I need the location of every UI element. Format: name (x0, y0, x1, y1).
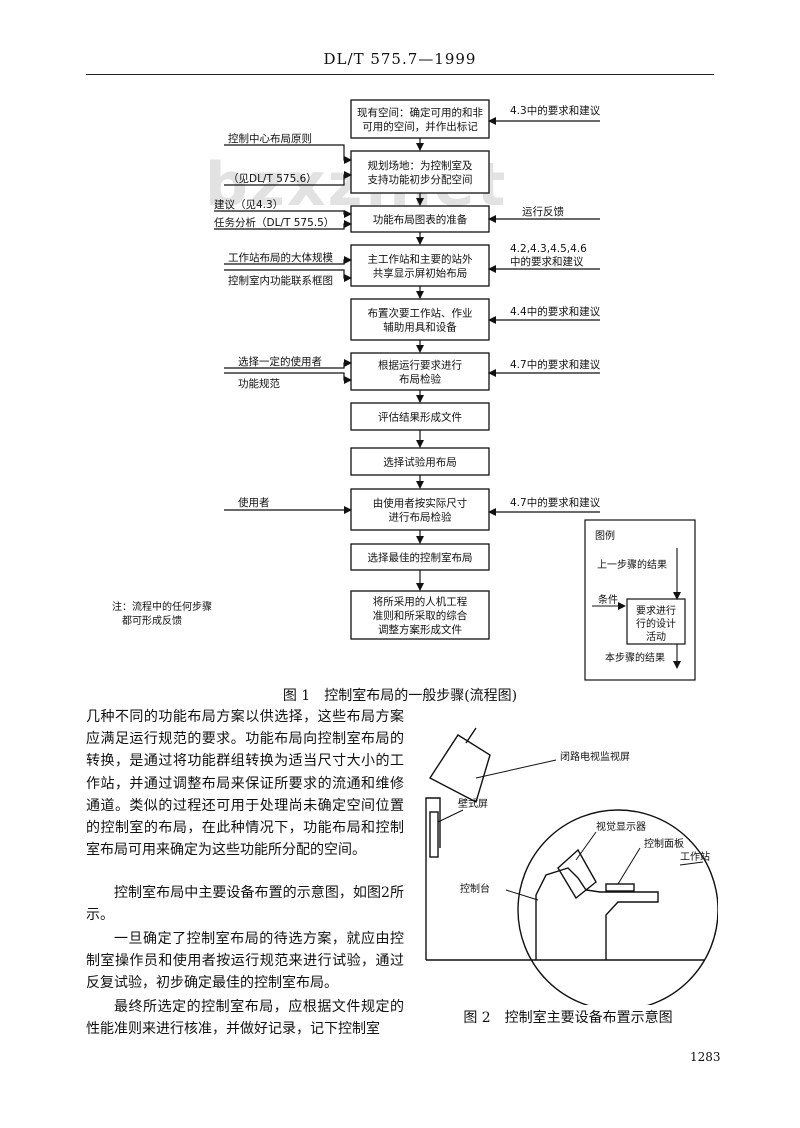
legend-prev-result: 上一步骤的结果 (597, 558, 667, 571)
flowchart-step-text: 将所采用的人机工程 (373, 595, 468, 608)
svg-text:行的设计: 行的设计 (636, 617, 676, 630)
figure-2-diagram: 闭路电视监视屏 壁式屏 视觉显示器 控制面板 控制台 工作站 (425, 727, 718, 1005)
input-suggest-4-3: 建议（见4.3） (214, 198, 283, 211)
label-vdu: 视觉显示器 (596, 820, 646, 833)
label-control-panel: 控制面板 (644, 837, 684, 850)
flowchart-step-text: 辅助用具和设备 (383, 321, 457, 334)
flowchart-step-text: 准则和所采取的综合 (373, 609, 468, 622)
flowchart-step-text: 主工作站和主要的站外 (368, 253, 473, 266)
flowchart-step-text: 进行布局检验 (389, 511, 452, 524)
flowchart-step-text: 选择最佳的控制室布局 (368, 551, 473, 564)
header-rule (86, 74, 714, 75)
input-req-4-2-list: 4.2,4.3,4.5,4.6 (510, 243, 587, 255)
flowchart-figure-1: 现有空间：确定可用的和非可用的空间，并作出标记规划场地：为控制室及支持功能初步分… (112, 99, 696, 681)
paragraph-4: 最终所选定的控制室布局，应根据文件规定的性能准则来进行核准，并做好记录，记下控制… (86, 999, 404, 1038)
flowchart-step-text: 现有空间：确定可用的和非 (357, 106, 483, 119)
legend-condition: 条件 (598, 593, 618, 606)
flowchart-step-text: 调整方案形成文件 (378, 623, 462, 636)
legend: 图例 上一步骤的结果 条件 要求进行 行的设计 活动 本步骤的结果 (584, 519, 696, 681)
flowchart-step-text: 根据运行要求进行 (378, 359, 462, 372)
input-feedback: 运行反馈 (522, 205, 564, 218)
flowchart-step-text: 由使用者按实际尺寸 (373, 497, 468, 510)
input-task-analysis: 任务分析（DL/T 575.5） (214, 216, 334, 229)
workstation-circle (517, 809, 718, 1005)
svg-text:活动: 活动 (646, 631, 666, 643)
flowchart-step-text: 可用的空间，并作出标记 (362, 120, 478, 133)
flowchart-step-8: 选择试验用布局 (350, 447, 490, 476)
control-panel (605, 883, 635, 892)
paragraph-1: 几种不同的功能布局方案以供选择，这些布局方案应满足运行规范的要求。功能布局向控制… (86, 709, 404, 859)
wall-frame (425, 797, 441, 960)
paragraph-3: 一旦确定了控制室布局的待选方案，就应由控制室操作员和使用者按运行规范来进行试验，… (86, 931, 404, 992)
label-wall-display: 壁式屏 (458, 797, 488, 810)
vdu (557, 848, 597, 900)
paragraph-2: 控制室布局中主要设备布置的示意图，如图2所示。 (86, 885, 404, 924)
flowchart-step-10: 选择最佳的控制室布局 (350, 543, 490, 571)
input-req-4-2-suffix: 中的要求和建议 (510, 255, 584, 268)
left-inputs: 控制中心布局原则 （见DL/T 575.6） 建议（见4.3） 任务分析（DL/… (214, 132, 334, 509)
flowchart-note: 注：流程中的任何步骤 都可形成反馈 (112, 600, 212, 627)
figure-2-caption: 图 2 控制室主要设备布置示意图 (463, 1010, 673, 1026)
flowchart-step-text: 选择试验用布局 (383, 456, 457, 469)
cctv-monitor (428, 734, 491, 804)
page-header: DL/T 575.7—1999 (323, 50, 477, 68)
svg-text:都可形成反馈: 都可形成反馈 (122, 614, 182, 627)
right-inputs: 4.3中的要求和建议 运行反馈 4.2,4.3,4.5,4.6 中的要求和建议 … (510, 104, 601, 509)
input-func-spec: 功能规范 (238, 377, 280, 390)
input-layout-principle: 控制中心布局原则 (228, 132, 312, 145)
flowchart-step-text: 评估结果形成文件 (378, 411, 462, 424)
input-req-4-7-a: 4.7中的要求和建议 (510, 358, 601, 371)
input-users: 使用者 (238, 496, 270, 509)
label-workstation: 工作站 (680, 850, 710, 863)
flowchart-step-text: 规划场地：为控制室及 (368, 159, 473, 172)
input-see-575-6: （见DL/T 575.6） (228, 173, 317, 185)
input-req-4-3: 4.3中的要求和建议 (510, 104, 601, 117)
flowchart-step-7: 评估结果形成文件 (350, 402, 490, 431)
console (535, 867, 659, 960)
svg-text:要求进行: 要求进行 (636, 604, 676, 617)
input-req-4-4: 4.4中的要求和建议 (510, 305, 601, 318)
label-cctv: 闭路电视监视屏 (560, 750, 630, 763)
legend-step-result: 本步骤的结果 (605, 651, 665, 664)
flowchart-step-text: 布局检验 (399, 373, 441, 386)
svg-text:注：流程中的任何步骤: 注：流程中的任何步骤 (112, 600, 212, 613)
input-select-users: 选择一定的使用者 (238, 355, 322, 368)
flowchart-steps: 现有空间：确定可用的和非可用的空间，并作出标记规划场地：为控制室及支持功能初步分… (350, 99, 490, 640)
figure-1-caption: 图 1 控制室布局的一般步骤(流程图) (282, 688, 518, 704)
page-number: 1283 (690, 1050, 721, 1064)
legend-title: 图例 (595, 529, 615, 542)
wall-display (429, 811, 439, 858)
flowchart-arrows (214, 117, 600, 591)
input-req-4-7-b: 4.7中的要求和建议 (510, 496, 601, 509)
label-console: 控制台 (460, 882, 490, 895)
flowchart-step-text: 共享显示屏初始布局 (373, 267, 468, 280)
flowchart-step-text: 功能布局图表的准备 (373, 213, 468, 226)
flowchart-step-text: 布置次要工作站、作业 (368, 307, 473, 320)
input-ws-scale: 工作站布局的大体规模 (228, 251, 333, 264)
input-func-diagram: 控制室内功能联系框图 (228, 274, 333, 287)
flowchart-step-3: 功能布局图表的准备 (350, 205, 490, 233)
flowchart-step-text: 支持功能初步分配空间 (368, 173, 473, 186)
